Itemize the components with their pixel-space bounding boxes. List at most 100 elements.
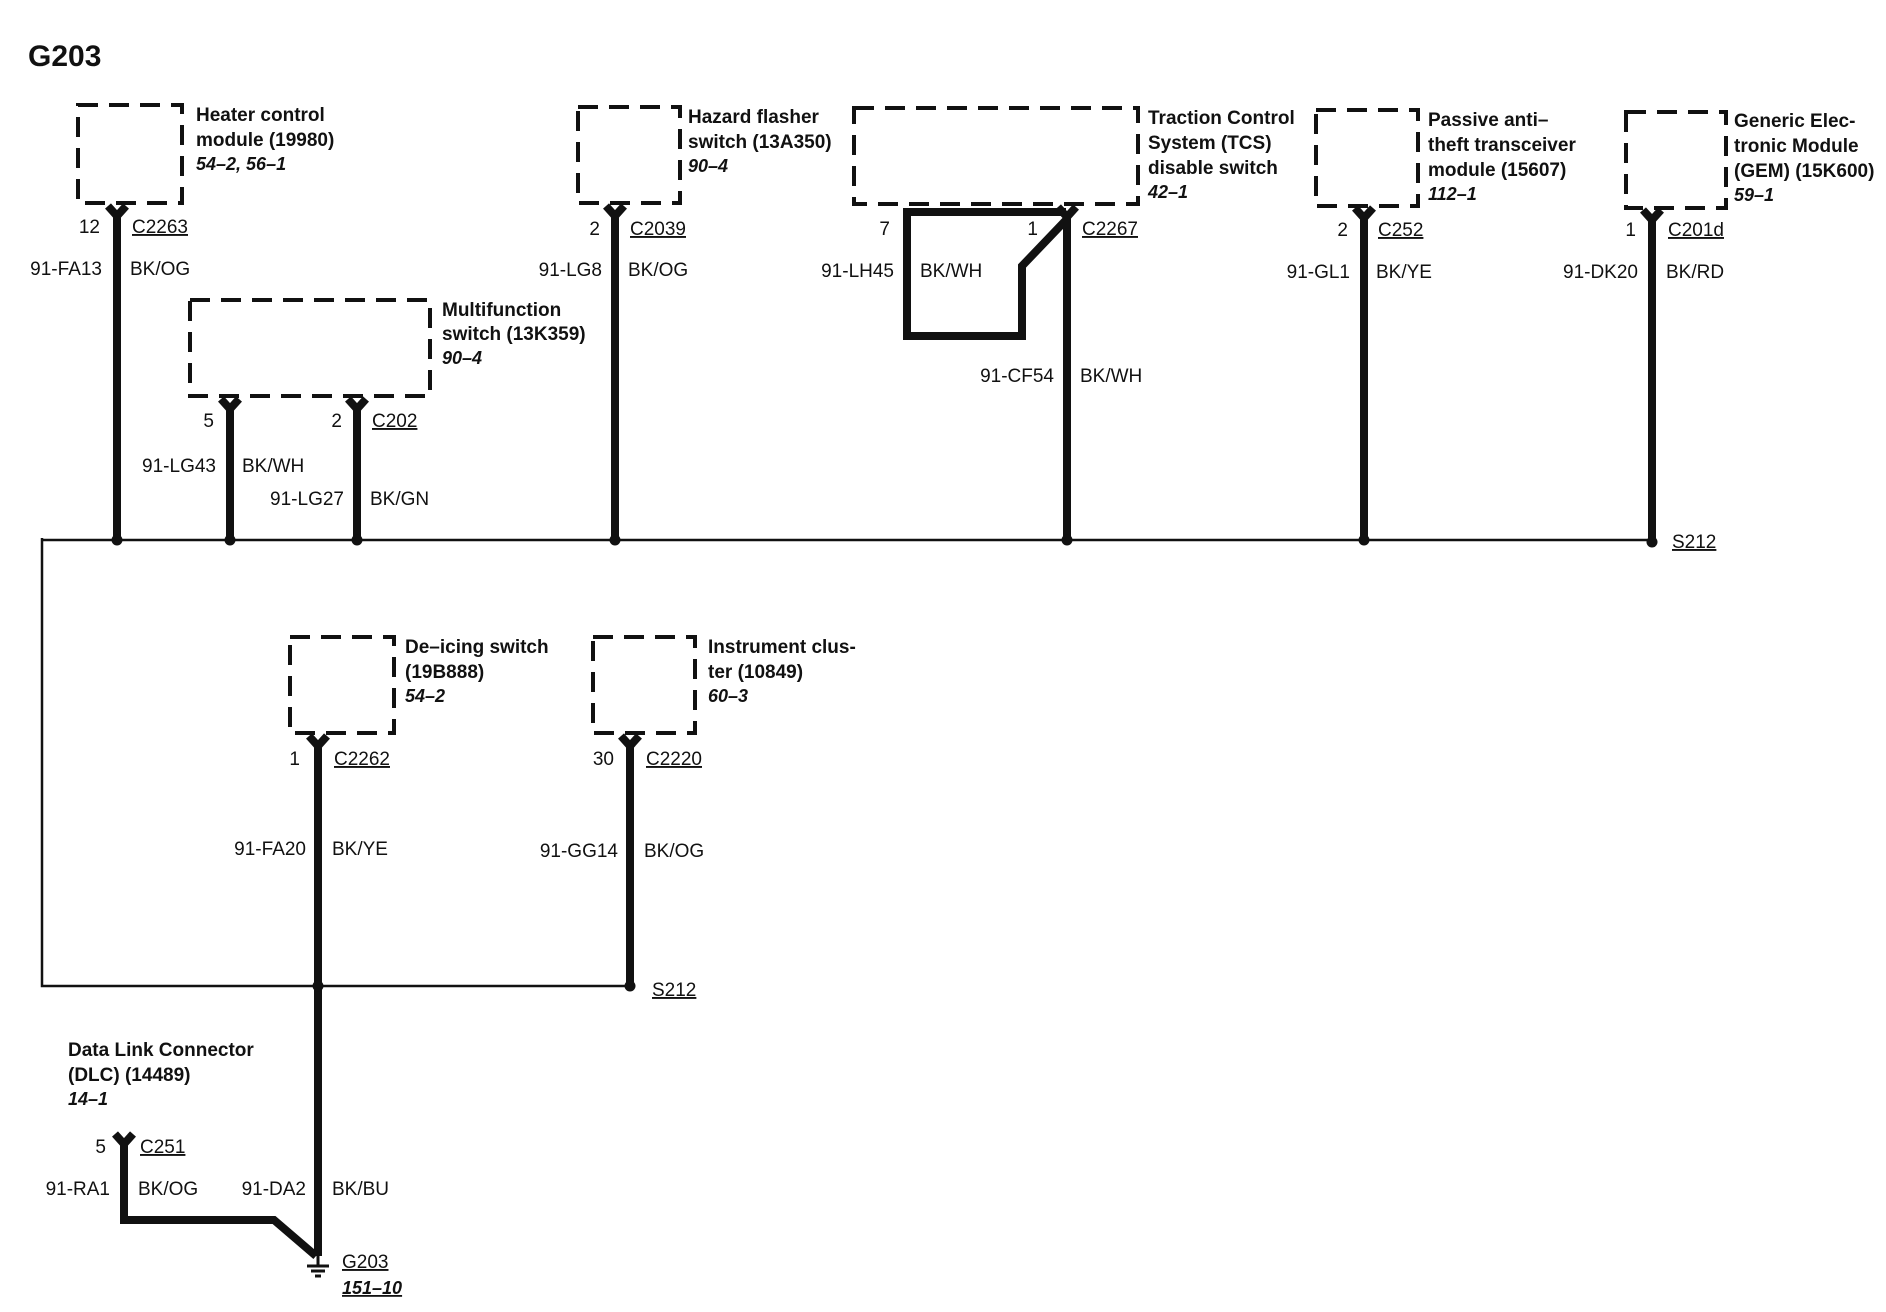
wire-gg14-circuit: 91-GG14 <box>540 841 619 862</box>
tcs-disable-switch-box <box>852 106 1140 206</box>
tcs-name-line-1: Traction Control <box>1148 108 1295 129</box>
deicing-name-line-1: De–icing switch <box>405 637 549 658</box>
heater-pin-number: 12 <box>79 217 100 238</box>
ground-ref: 151–10 <box>342 1278 402 1298</box>
pats-ref: 112–1 <box>1428 184 1477 204</box>
splice-dot-lg27 <box>351 534 363 546</box>
splice-dot-dk20 <box>1646 536 1658 548</box>
component-deicing-switch: De–icing switch (19B888) 54–2 <box>288 635 549 735</box>
splice-dot-fa20 <box>312 980 324 992</box>
splice-dot-cf54 <box>1061 534 1073 546</box>
splice-dot-lg43 <box>224 534 236 546</box>
pats-name-line-2: theft transceiver <box>1428 135 1576 156</box>
multifunction-pin5-number: 5 <box>203 411 214 432</box>
heater-control-module-box <box>76 103 184 205</box>
component-instrument-cluster: Instrument clus- ter (10849) 60–3 <box>591 635 856 735</box>
wire-lg43-color: BK/WH <box>242 456 304 477</box>
wire-lh45-color: BK/WH <box>920 261 982 282</box>
wire-lg8-circuit: 91-LG8 <box>539 260 602 281</box>
wire-fa13-color: BK/OG <box>130 259 190 280</box>
multifunction-name-line-1: Multifunction <box>442 300 561 321</box>
dlc-connector-id: C251 <box>140 1137 185 1158</box>
cluster-connector-id: C2220 <box>646 749 702 770</box>
tcs-pin7-number: 7 <box>879 219 890 240</box>
splice-s212-top: S212 <box>1672 532 1716 553</box>
wire-gg14-color: BK/OG <box>644 841 704 862</box>
component-multifunction-switch: Multifunction switch (13K359) 90–4 <box>188 298 586 398</box>
gem-ref: 59–1 <box>1734 185 1774 205</box>
gem-connector-id: C201d <box>1668 220 1724 241</box>
splice-dot-fa13 <box>111 534 123 546</box>
multifunction-switch-box <box>188 298 432 398</box>
top-bus-splice-dots <box>111 534 1658 548</box>
component-dlc: Data Link Connector (DLC) (14489) 14–1 <box>68 1040 254 1109</box>
wire-da2-color: BK/BU <box>332 1179 389 1200</box>
tcs-connector-id: C2267 <box>1082 219 1138 240</box>
tcs-ref: 42–1 <box>1147 182 1188 202</box>
dlc-name-line-2: (DLC) (14489) <box>68 1065 190 1086</box>
wire-ra1-color: BK/OG <box>138 1179 198 1200</box>
heater-ref: 54–2, 56–1 <box>196 154 286 174</box>
gem-name-line-1: Generic Elec- <box>1734 111 1855 132</box>
connector-cluster: 30 C2220 <box>593 733 702 770</box>
connector-hazard: 2 C2039 <box>589 203 686 240</box>
deicing-connector-id: C2262 <box>334 749 390 770</box>
connector-heater: 12 C2263 <box>79 203 188 238</box>
connector-gem: 1 C201d <box>1625 207 1724 241</box>
wire-lg27-circuit: 91-LG27 <box>270 489 344 510</box>
wire-lg8-color: BK/OG <box>628 260 688 281</box>
hazard-connector-id: C2039 <box>630 219 686 240</box>
splice-s212-bottom: S212 <box>652 980 696 1001</box>
deicing-pin-number: 1 <box>289 749 300 770</box>
component-gem: Generic Elec- tronic Module (GEM) (15K60… <box>1624 110 1874 210</box>
cluster-name-line-1: Instrument clus- <box>708 637 856 658</box>
multifunction-ref: 90–4 <box>442 348 482 368</box>
heater-name-line-2: module (19980) <box>196 130 334 151</box>
splice-dot-lg8 <box>609 534 621 546</box>
wire-ra1-circuit: 91-RA1 <box>46 1179 110 1200</box>
dlc-name-line-1: Data Link Connector <box>68 1040 254 1061</box>
wire-lh45-circuit: 91-LH45 <box>821 261 894 282</box>
connector-dlc: 5 C251 <box>95 1131 185 1158</box>
instrument-cluster-box <box>591 635 697 735</box>
heater-name-line-1: Heater control <box>196 105 325 126</box>
wire-lg27-color: BK/GN <box>370 489 429 510</box>
heater-connector-id: C2263 <box>132 217 188 238</box>
wire-gl1-color: BK/YE <box>1376 262 1432 283</box>
tcs-name-line-2: System (TCS) <box>1148 133 1272 154</box>
hazard-name-line-1: Hazard flasher <box>688 107 820 128</box>
deicing-ref: 54–2 <box>405 686 445 706</box>
wire-dk20-circuit: 91-DK20 <box>1563 262 1638 283</box>
splice-dot-gl1 <box>1358 534 1370 546</box>
component-hazard-flasher-switch: Hazard flasher switch (13A350) 90–4 <box>576 105 832 205</box>
connector-deicing: 1 C2262 <box>289 733 390 770</box>
component-tcs-disable-switch: Traction Control System (TCS) disable sw… <box>852 106 1295 206</box>
cluster-name-line-2: ter (10849) <box>708 662 803 683</box>
hazard-ref: 90–4 <box>688 156 728 176</box>
ground-g203: G203 151–10 <box>307 1252 402 1298</box>
dlc-pin-number: 5 <box>95 1137 106 1158</box>
pats-name-line-3: module (15607) <box>1428 160 1566 181</box>
ground-id: G203 <box>342 1252 388 1273</box>
wire-ra1 <box>120 1138 319 1260</box>
gem-box <box>1624 110 1728 210</box>
diagram-title: G203 <box>28 40 101 73</box>
gem-name-line-2: tronic Module <box>1734 136 1859 157</box>
deicing-switch-box <box>288 635 396 735</box>
gem-pin-number: 1 <box>1625 220 1636 241</box>
wire-lg43-circuit: 91-LG43 <box>142 456 216 477</box>
component-heater-control-module: Heater control module (19980) 54–2, 56–1 <box>76 103 334 205</box>
gem-name-line-3: (GEM) (15K600) <box>1734 161 1874 182</box>
wire-fa13-circuit: 91-FA13 <box>30 259 102 280</box>
hazard-flasher-switch-box <box>576 105 682 205</box>
tcs-pin1-number: 1 <box>1027 219 1038 240</box>
pats-pin-number: 2 <box>1337 220 1348 241</box>
hazard-name-line-2: switch (13A350) <box>688 132 832 153</box>
hazard-pin-number: 2 <box>589 219 600 240</box>
connector-pats: 2 C252 <box>1337 205 1423 241</box>
wire-cf54-color: BK/WH <box>1080 366 1142 387</box>
wire-da2-circuit: 91-DA2 <box>242 1179 306 1200</box>
bus-wire-left <box>40 538 630 988</box>
wire-lh45 <box>903 208 1069 340</box>
